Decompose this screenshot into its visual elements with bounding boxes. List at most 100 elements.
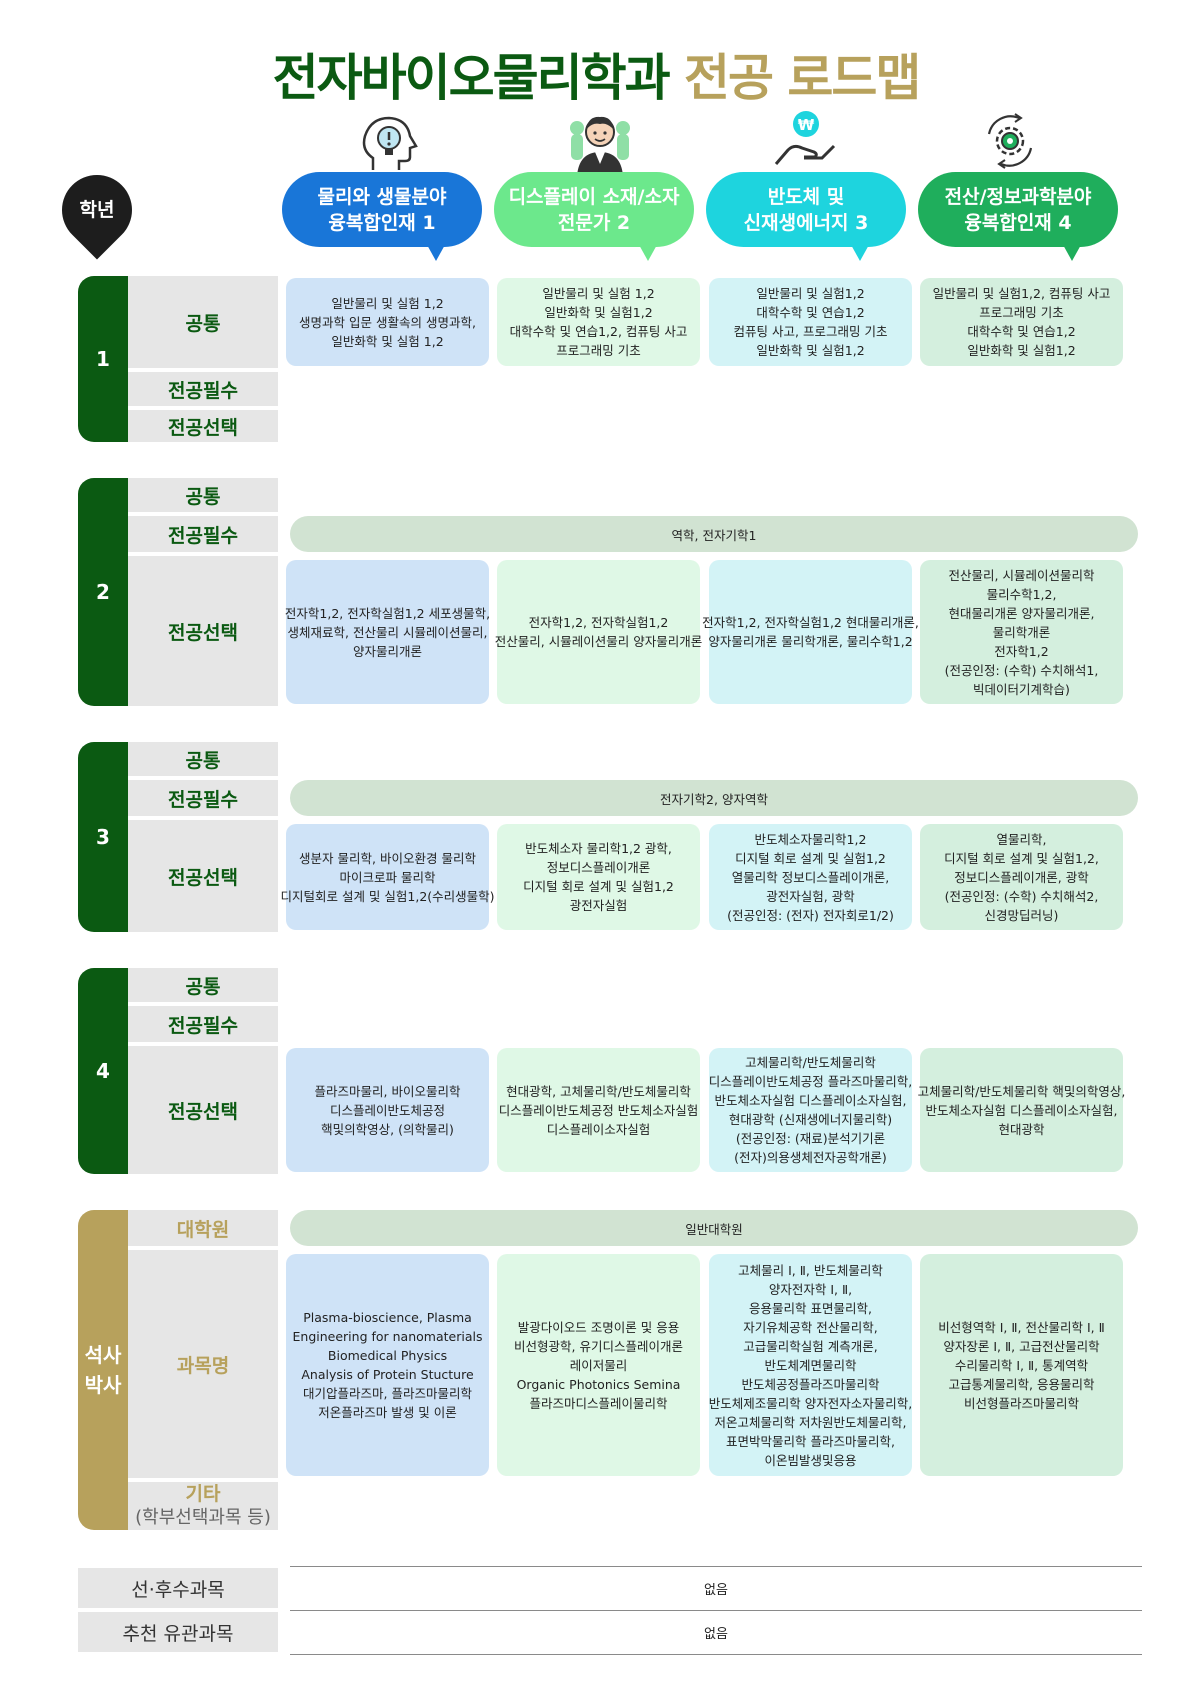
year-2-common-label: 공통 (128, 478, 278, 512)
course-line: 디스플레이반도체공정 (329, 1102, 445, 1118)
track-3-line1: 반도체 및 (767, 185, 845, 208)
course-line: 표면박막물리학 플라즈마물리학, (726, 1433, 895, 1449)
y2-elective-track3: 전자학1,2, 전자학실험1,2 현대물리개론, 양자물리개론 물리학개론, 물… (702, 560, 919, 704)
y2-elective-track1: 전자학1,2, 전자학실험1,2 세포생물학, 생체재료학, 전산물리 시뮬레이… (284, 560, 491, 704)
grad-courses-track2: 발광다이오드 조명이론 및 응용 비선형광학, 유기디스플레이개론 레이저물리 … (497, 1254, 700, 1476)
year-4-elective-label: 전공선택 (128, 1046, 278, 1174)
title-main: 전자바이오물리학과 (272, 49, 671, 107)
course-line: 물리수학1,2, (986, 586, 1057, 602)
year-header-marker: 학년 (47, 160, 147, 260)
y4-elective-track2: 현대광학, 고체물리학/반도체물리학 디스플레이반도체공정 반도체소자실험 디스… (497, 1048, 700, 1172)
course-line: 핵및의학영상, (의학물리) (321, 1121, 454, 1137)
course-line: 디스플레이반도체공정 플라즈마물리학, (708, 1074, 913, 1089)
expert-person-icon (565, 108, 635, 178)
year-2-required-label: 전공필수 (128, 516, 278, 552)
course-line: 반도체계면물리학 (764, 1357, 857, 1373)
course-line: 반도체소자실험 디스플레이소자실험, (714, 1093, 907, 1108)
year-3-bar: 3 (78, 742, 128, 932)
course-line: 플라즈마디스플레이물리학 (529, 1395, 668, 1411)
y1-common-track3: 일반물리 및 실험1,2 대학수학 및 연습1,2 컴퓨팅 사고, 프로그래밍 … (709, 278, 912, 366)
speech-tail (850, 243, 870, 261)
grad-bar: 석사 박사 (78, 1210, 128, 1530)
course-line: 디지털 회로 설계 및 실험1,2, (944, 850, 1099, 866)
course-line: 디지털 회로 설계 및 실험1,2 (523, 879, 674, 894)
course-line: 열물리학 정보디스플레이개론, (731, 869, 890, 885)
course-line: 양자장론 Ⅰ, Ⅱ, 고급전산물리학 (943, 1338, 1100, 1354)
speech-tail (638, 243, 658, 261)
grad-school-label: 대학원 (128, 1210, 278, 1246)
y4-elective-track3: 고체물리학/반도체물리학 디스플레이반도체공정 플라즈마물리학, 반도체소자실험… (709, 1048, 912, 1172)
grad-courses-track3: 고체물리 Ⅰ, Ⅱ, 반도체물리학 양자전자학 Ⅰ, Ⅱ, 응용물리학 표면물리… (709, 1254, 912, 1476)
course-line: 현대광학 (998, 1121, 1045, 1137)
course-line: 응용물리학 표면물리학, (749, 1300, 872, 1316)
course-line: 전자학1,2, 전자학실험1,2 세포생물학, (284, 605, 491, 621)
course-line: 디스플레이소자실험 (546, 1121, 651, 1137)
track-4-line1: 전산/정보과학분야 (944, 185, 1092, 208)
course-line: 이온빔발생및응용 (764, 1452, 857, 1468)
page-title: 전자바이오물리학과 전공 로드맵 (0, 38, 1192, 110)
course-line: (전자)의용생체전자공학개론) (734, 1150, 887, 1165)
title-accent: 전공 로드맵 (684, 49, 921, 107)
y1-common-track4: 일반물리 및 실험1,2, 컴퓨팅 사고 프로그래밍 기초 대학수학 및 연습1… (920, 278, 1123, 366)
course-line: 정보디스플레이개론 (546, 860, 651, 875)
track-4-line2: 융복합인재 4 (964, 211, 1072, 234)
course-line: (전공인정: (수학) 수치해석1, (944, 662, 1099, 678)
year-3-elective-label: 전공선택 (128, 820, 278, 932)
course-line: 디스플레이반도체공정 반도체소자실험 (498, 1102, 699, 1118)
track-header-2: 디스플레이 소재/소자 전문가 2 (494, 172, 694, 261)
course-line: 열물리학, (996, 831, 1047, 847)
y1-common-track2: 일반물리 및 실험 1,2 일반화학 및 실험1,2 대학수학 및 연습1,2,… (497, 278, 700, 366)
course-line: 반도체소자물리학1,2 (754, 831, 867, 847)
course-line: 디지털회로 설계 및 실험1,2(수리생물학) (280, 888, 495, 904)
related-value: 없음 (290, 1610, 1142, 1654)
course-line: 저온플라즈마 발생 및 이론 (318, 1405, 457, 1420)
gear-cycle-icon (975, 106, 1045, 176)
year-3-required-label: 전공필수 (128, 780, 278, 816)
course-line: 저온고체물리학 저차원반도체물리학, (714, 1414, 907, 1430)
y3-elective-track2: 반도체소자 물리학1,2 광학, 정보디스플레이개론 디지털 회로 설계 및 실… (497, 824, 700, 930)
track-header-3: 반도체 및 신재생에너지 3 (706, 172, 906, 261)
grad-school-span: 일반대학원 (290, 1210, 1138, 1246)
course-line: 전자학1,2, 전자학실험1,2 현대물리개론, (702, 615, 919, 630)
year-1-elective-label: 전공선택 (128, 410, 278, 442)
prereq-label: 선·후수과목 (78, 1568, 278, 1608)
course-line: (전공인정: (전자) 전자회로1/2) (727, 907, 894, 923)
y2-required-span: 역학, 전자기학1 (290, 516, 1138, 552)
year-2-bar: 2 (78, 478, 128, 706)
course-line: 일반화학 및 실험1,2 (967, 343, 1076, 358)
grad-label-doctoral: 박사 (84, 1373, 122, 1397)
course-line: 고체물리 Ⅰ, Ⅱ, 반도체물리학 (738, 1262, 883, 1278)
course-line: 자기유체공학 전산물리학, (743, 1319, 878, 1335)
course-line: 생분자 물리학, 바이오환경 물리학 (299, 850, 476, 866)
track-header-4: 전산/정보과학분야 융복합인재 4 (918, 172, 1118, 261)
course-line: 대학수학 및 연습1,2, 컴퓨팅 사고 (509, 324, 688, 339)
track-2-line2: 전문가 2 (557, 211, 631, 234)
course-line: 생체재료학, 전산물리 시뮬레이션물리, (287, 624, 488, 640)
y3-elective-track4: 열물리학, 디지털 회로 설계 및 실험1,2, 정보디스플레이개론, 광학 (… (920, 824, 1123, 930)
course-line: 현대물리개론 양자물리개론, (948, 605, 1095, 621)
course-line: 일반물리 및 실험1,2, 컴퓨팅 사고 (932, 286, 1111, 301)
course-line: (전공인정: (수학) 수치해석2, (944, 888, 1099, 904)
y2-elective-track4: 전산물리, 시뮬레이션물리학 물리수학1,2, 현대물리개론 양자물리개론, 물… (920, 560, 1123, 704)
year-4-common-label: 공통 (128, 968, 278, 1002)
course-line: 일반물리 및 실험 1,2 (331, 295, 444, 311)
year-1-required-label: 전공필수 (128, 372, 278, 406)
course-line: 일반화학 및 실험1,2 (544, 305, 653, 320)
y3-required-span: 전자기학2, 양자역학 (290, 780, 1138, 816)
course-line: Analysis of Protein Stucture (301, 1367, 474, 1382)
grad-courses-track1: Plasma-bioscience, Plasma Engineering fo… (286, 1254, 489, 1476)
year-1-bar: 1 (78, 276, 128, 442)
course-line: 컴퓨팅 사고, 프로그래밍 기초 (733, 324, 888, 339)
course-line: 고체물리학/반도체물리학 (745, 1055, 876, 1070)
course-line: 반도체소자실험 디스플레이소자실험, (925, 1102, 1118, 1118)
etc-label: 기타 (185, 1483, 221, 1505)
grad-label-masters: 석사 (84, 1343, 122, 1367)
course-line: 일반물리 및 실험 1,2 (542, 286, 655, 301)
course-line: 반도체제조물리학 양자전자소자물리학, (708, 1395, 913, 1411)
course-line: 현대광학 (신재생에너지물리학) (728, 1112, 893, 1127)
grad-etc-label: 기타 (학부선택과목 등) (128, 1482, 278, 1530)
course-line: 일반화학 및 실험 1,2 (331, 333, 444, 349)
table-bottom-rule (290, 1654, 1142, 1655)
course-line: 양자물리개론 (352, 643, 422, 659)
course-line: 양자물리개론 물리학개론, 물리수학1,2 (708, 634, 913, 649)
